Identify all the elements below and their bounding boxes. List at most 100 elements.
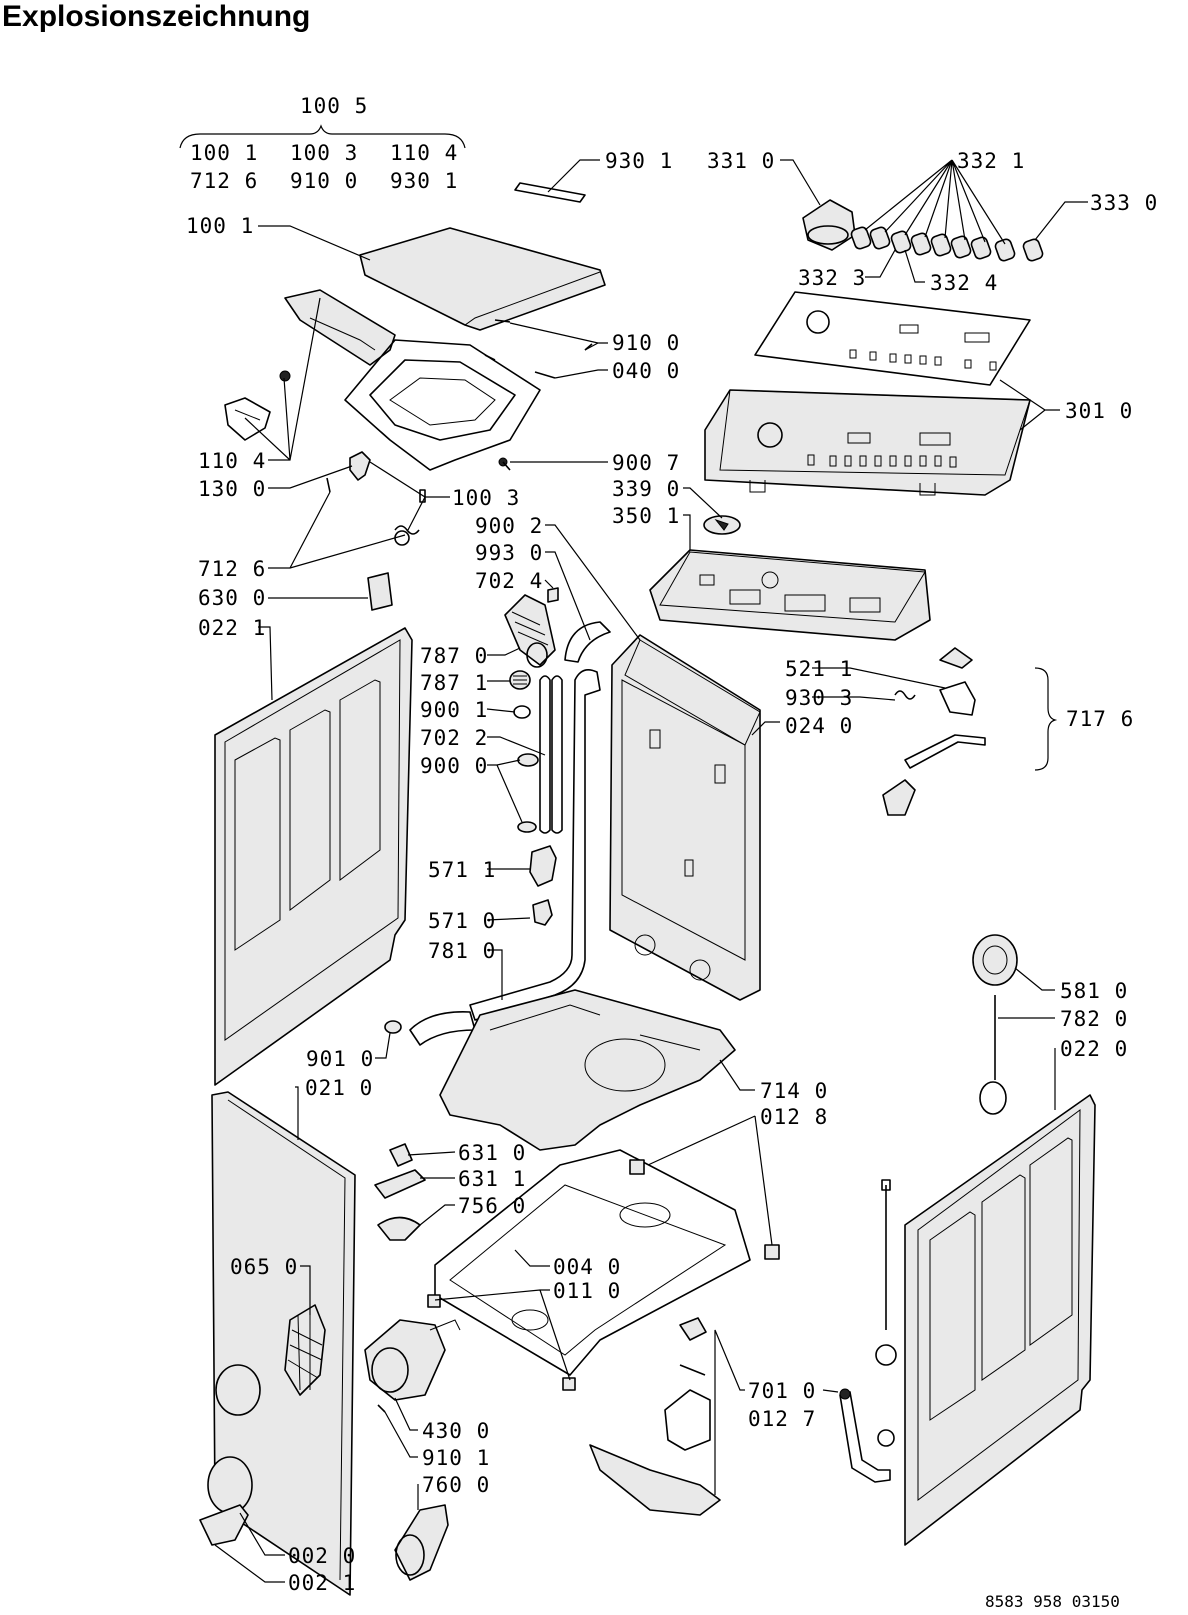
- label-065-0: 065 0: [230, 1255, 298, 1279]
- part-717-6-assembly: [882, 647, 1058, 816]
- part-631-1-part: [374, 1169, 426, 1199]
- part-712-6-spring: [394, 525, 420, 535]
- part-787-0-bellows: [504, 594, 556, 666]
- label-571-0: 571 0: [428, 909, 496, 933]
- label-900-2: 900 2: [475, 514, 543, 538]
- label-521-1: 521 1: [785, 657, 853, 681]
- group-row2-item1: 712 6: [190, 169, 258, 193]
- label-350-1: 350 1: [612, 504, 680, 528]
- lid-assembly: [224, 182, 606, 611]
- label-130-0: 130 0: [198, 477, 266, 501]
- base-assembly: [199, 989, 780, 1596]
- label-782-0: 782 0: [1060, 1007, 1128, 1031]
- part-hinge-bracket: [224, 397, 271, 441]
- label-702-2: 702 2: [420, 726, 488, 750]
- label-702-4: 702 4: [475, 569, 543, 593]
- part-781-0-hose: [469, 669, 601, 1021]
- label-331-0: 331 0: [707, 149, 775, 173]
- group-row1-item1: 100 1: [190, 141, 258, 165]
- label-930-1-top: 930 1: [605, 149, 673, 173]
- group-row1-item2: 100 3: [290, 141, 358, 165]
- label-011-0: 011 0: [553, 1279, 621, 1303]
- part-901-0-plug: [384, 1020, 402, 1034]
- label-930-3: 930 3: [785, 686, 853, 710]
- part-702-4-valve: [547, 587, 559, 603]
- label-581-0: 581 0: [1060, 979, 1128, 1003]
- group-row2-item3: 930 1: [390, 169, 458, 193]
- page-title: Explosionszeichnung: [2, 0, 311, 33]
- label-901-0: 901 0: [306, 1047, 374, 1071]
- part-labels: 930 1 331 0 332 1 333 0 100 1 332 3 332 …: [186, 149, 1158, 1595]
- label-100-1: 100 1: [186, 214, 254, 238]
- part-040-0-rod: [534, 371, 556, 379]
- part-024-0-rear-panel: [609, 634, 761, 1001]
- part-717-coupling: [882, 779, 916, 816]
- part-004-0-frame: [434, 1149, 751, 1376]
- part-571-1-part: [529, 845, 557, 887]
- part-630-0-block: [367, 572, 393, 611]
- part-331-0-knob: [802, 199, 856, 251]
- part-022-0-side-panel: [904, 1094, 1096, 1546]
- label-002-0: 002 0: [288, 1544, 356, 1568]
- label-900-0: 900 0: [420, 754, 488, 778]
- part-002-1-clip: [199, 1504, 249, 1546]
- group-callout: 100 5 100 1 100 3 110 4 712 6 910 0 930 …: [179, 94, 466, 193]
- control-overlay-sheet: [754, 291, 1031, 386]
- label-910-0: 910 0: [612, 331, 680, 355]
- label-756-0: 756 0: [458, 1194, 526, 1218]
- label-787-0: 787 0: [420, 644, 488, 668]
- label-022-0: 022 0: [1060, 1037, 1128, 1061]
- label-701-0: 701 0: [748, 1379, 816, 1403]
- label-022-1: 022 1: [198, 616, 266, 640]
- label-631-1: 631 1: [458, 1167, 526, 1191]
- label-024-0: 024 0: [785, 714, 853, 738]
- label-900-7: 900 7: [612, 451, 680, 475]
- part-521-1-bracket: [939, 681, 976, 716]
- label-021-0: 021 0: [305, 1076, 373, 1100]
- group-row2-item2: 910 0: [290, 169, 358, 193]
- label-301-0: 301 0: [1065, 399, 1133, 423]
- group-header-label: 100 5: [300, 94, 368, 118]
- label-332-1: 332 1: [957, 149, 1025, 173]
- part-900-1-clamp: [513, 705, 531, 719]
- document-number: 8583 958 03150: [985, 1592, 1120, 1611]
- label-004-0: 004 0: [553, 1255, 621, 1279]
- label-717-6: 717 6: [1066, 707, 1134, 731]
- leader-lines: [214, 159, 1088, 1583]
- label-781-0: 781 0: [428, 939, 496, 963]
- part-714-0-tub-support: [439, 989, 736, 1151]
- label-910-1: 910 1: [422, 1446, 490, 1470]
- part-110-4-handle: [284, 289, 396, 366]
- hose-parts: [384, 457, 611, 1046]
- part-100-1-lid: [359, 227, 606, 331]
- label-012-8: 012 8: [760, 1105, 828, 1129]
- part-012-8-foot: [629, 1159, 645, 1175]
- part-022-1-side-panel: [214, 627, 413, 1086]
- part-756-0-cap: [377, 1216, 421, 1241]
- part-717-lever: [904, 734, 986, 769]
- label-712-6: 712 6: [198, 557, 266, 581]
- label-760-0: 760 0: [422, 1473, 490, 1497]
- label-100-3: 100 3: [452, 486, 520, 510]
- part-screw-small: [279, 370, 291, 382]
- part-631-0-part: [389, 1143, 413, 1167]
- label-714-0: 714 0: [760, 1079, 828, 1103]
- part-900-0-cap: [517, 753, 539, 767]
- group-brace: [179, 124, 466, 149]
- part-065-0-mesh: [284, 1304, 326, 1396]
- label-900-1: 900 1: [420, 698, 488, 722]
- label-332-3: 332 3: [798, 266, 866, 290]
- label-333-0: 333 0: [1090, 191, 1158, 215]
- part-333-0-button: [1022, 238, 1044, 262]
- label-332-4: 332 4: [930, 271, 998, 295]
- label-430-0: 430 0: [422, 1419, 490, 1443]
- part-701-0-hose: [839, 1391, 891, 1483]
- label-631-0: 631 0: [458, 1141, 526, 1165]
- label-339-0: 339 0: [612, 477, 680, 501]
- group-row1-item3: 110 4: [390, 141, 458, 165]
- part-993-0-hose: [564, 621, 611, 663]
- part-130-0-lock: [349, 451, 371, 481]
- part-571-0-part: [532, 899, 553, 926]
- part-332-1-buttons: [850, 226, 1044, 262]
